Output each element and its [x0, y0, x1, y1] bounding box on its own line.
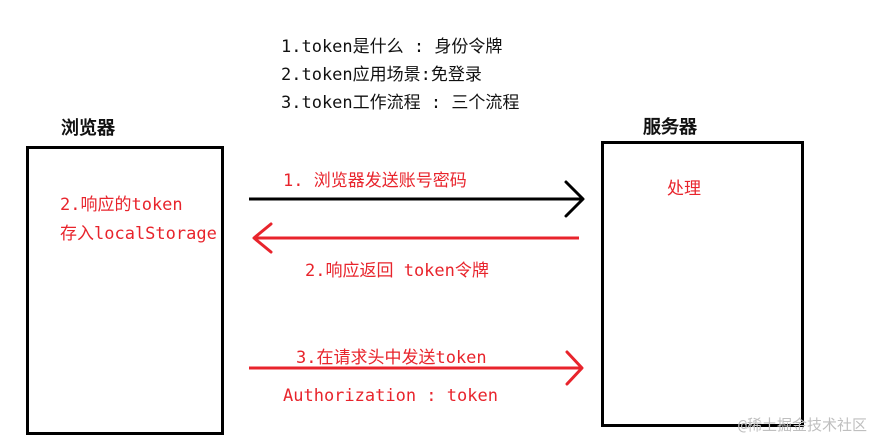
note-item-1: 1.token是什么 : 身份令牌 [281, 37, 503, 57]
arrow-step1 [249, 180, 585, 218]
arrow-step2-label: 2.响应返回 token令牌 [305, 261, 489, 281]
arrow-step1-label: 1. 浏览器发送账号密码 [283, 171, 467, 191]
arrow-step3-sublabel: Authorization : token [283, 386, 498, 406]
server-title: 服务器 [643, 117, 697, 138]
browser-box [26, 146, 224, 435]
browser-note-line2: 存入localStorage [60, 224, 217, 244]
arrow-step3-label: 3.在请求头中发送token [296, 348, 487, 368]
server-note: 处理 [667, 179, 701, 199]
browser-title: 浏览器 [61, 118, 115, 139]
browser-note-line1: 2.响应的token [60, 195, 183, 215]
arrow-step3 [249, 350, 584, 386]
notes-list: 1.token是什么 : 身份令牌 2.token应用场景:免登录 3.toke… [281, 33, 519, 117]
arrow-step2 [252, 222, 579, 254]
note-item-2: 2.token应用场景:免登录 [281, 65, 482, 85]
watermark: @稀土掘金技术社区 [737, 416, 867, 434]
note-item-3: 3.token工作流程 : 三个流程 [281, 93, 520, 113]
server-box [601, 141, 804, 427]
